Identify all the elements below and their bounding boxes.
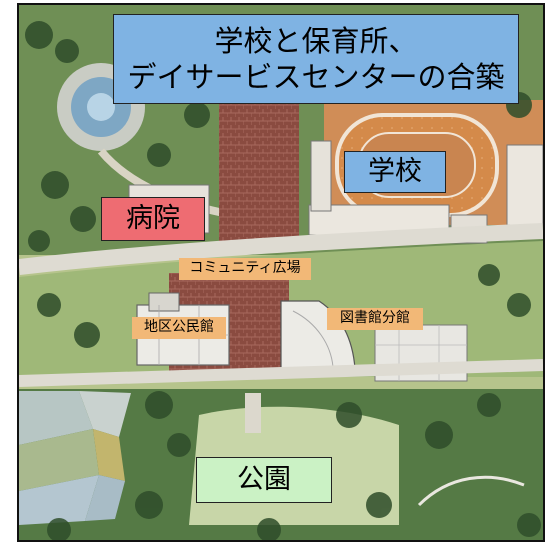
south-road: [19, 359, 543, 387]
hospital-label: 病院: [101, 197, 205, 241]
community-hall-label: 地区公民館: [132, 317, 226, 339]
map-frame: 学校と保育所、 デイサービスセンターの合築 学校 病院 コミュニティ広場 地区公…: [17, 3, 545, 542]
farm-fields: [19, 391, 131, 525]
community-plaza-label: コミュニティ広場: [179, 258, 311, 280]
title-box: 学校と保育所、 デイサービスセンターの合築: [113, 14, 519, 104]
title-line-1: 学校と保育所、: [214, 23, 418, 58]
school-label: 学校: [344, 151, 446, 193]
main-road: [19, 223, 543, 275]
park-label: 公園: [196, 457, 332, 503]
title-line-2: デイサービスセンターの合築: [127, 60, 505, 94]
library-branch-label: 図書館分館: [327, 308, 423, 330]
